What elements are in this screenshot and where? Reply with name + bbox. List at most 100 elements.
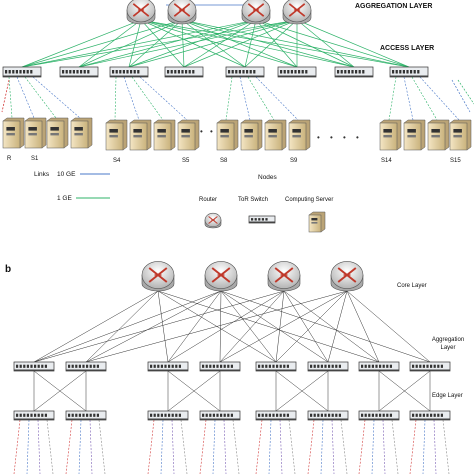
access-layer-label: ACCESS LAYER [380, 45, 434, 52]
server-s4-s5-3 [177, 119, 200, 151]
agg-a-2-to-access-0-link [21, 19, 257, 68]
agg-a-0-to-access-0-link [21, 19, 142, 68]
edge-1-down-link-3 [98, 419, 106, 474]
core-1-to-agg-1-link [85, 290, 222, 363]
agg-a-3-to-access-6-link [296, 19, 355, 68]
tor-switch-a-1 [59, 66, 99, 78]
access-link-s14-s15-2 [411, 76, 438, 121]
access-link-s14-s15-1 [403, 76, 414, 121]
access-link-r-s1-2 [24, 76, 57, 119]
agg-a-0-to-access-3-link [140, 19, 185, 68]
agg-a-0-to-access-6-link [140, 19, 355, 68]
ellipsis-dot-3: • [330, 133, 333, 142]
core-router-3 [330, 261, 364, 292]
agg-a-2-to-access-4-link [244, 19, 257, 68]
edge-7-down-link-2 [433, 419, 437, 474]
edge-3-down-link-1 [212, 419, 216, 474]
edge-switch-b-6 [358, 410, 400, 421]
legend-computing-server-label: Computing Server [285, 197, 333, 203]
server-label-s8: S8 [220, 158, 228, 164]
core-1-to-agg-7-link [220, 290, 431, 363]
aggregation-router-a-1 [167, 0, 197, 25]
core-0-to-agg-6-link [157, 290, 380, 363]
edge-6-down-link-1 [371, 419, 375, 474]
edge-switch-b-2 [147, 410, 189, 421]
panel-b-label: b [5, 264, 11, 275]
core-1-to-agg-4-link [220, 290, 277, 363]
legend-tor-switch-icon [248, 215, 276, 224]
agg-a-0-to-access-5-link [140, 19, 298, 68]
aggregation-router-a-3 [282, 0, 312, 25]
agg-a-0-to-access-2-link [128, 19, 142, 68]
panel-a-links [1, 4, 474, 121]
nodes-label: Nodes [258, 174, 278, 181]
aggregation-switch-b-6 [358, 361, 400, 372]
server-s8-s9-0 [216, 119, 239, 151]
core-router-0 [141, 261, 175, 292]
server-s14-s15-2 [427, 119, 450, 151]
edge-switch-b-1 [65, 410, 107, 421]
edge-2-down-link-1 [160, 419, 164, 474]
core-2-to-agg-0-link [33, 290, 285, 363]
edge-3-down-link-0 [199, 419, 207, 474]
aggregation-layer-b-label-box: Aggregation Layer [432, 337, 464, 351]
pod-1-agg-edge-link-2 [167, 370, 221, 412]
server-label-s5: S5 [182, 158, 190, 164]
server-s8-s9-2 [264, 119, 287, 151]
access-link-r-s1-3 [32, 76, 81, 119]
aggregation-switch-b-3 [199, 361, 241, 372]
core-1-to-agg-2-link [167, 290, 222, 363]
uplink-red-left [1, 79, 10, 113]
core-router-1 [204, 261, 238, 292]
agg-a-1-to-access-6-link [181, 19, 355, 68]
core-layer-label: Core Layer [397, 283, 427, 289]
access-link-s4-s5-1 [123, 76, 140, 121]
legend-router-icon [204, 212, 222, 229]
edge-1-down-link-1 [78, 419, 82, 474]
core-1-to-agg-0-link [33, 290, 222, 363]
edge-layer-label: Edge Layer [432, 393, 463, 399]
agg-a-3-to-access-1-link [78, 19, 298, 68]
server-label-s14: S14 [381, 158, 392, 164]
access-link-r-s1-0 [8, 76, 13, 119]
core-2-to-agg-5-link [283, 290, 329, 363]
uplink-right-a [451, 79, 471, 113]
agg-a-3-to-access-2-link [128, 19, 298, 68]
edge-0-down-link-1 [26, 419, 30, 474]
server-r-s1-0 [2, 117, 25, 149]
tor-switch-a-2 [109, 66, 149, 78]
tor-switch-a-0 [2, 66, 42, 78]
agg-a-0-to-access-1-link [78, 19, 142, 68]
edge-1-down-link-2 [89, 419, 93, 474]
tor-switch-a-3 [164, 66, 204, 78]
edge-7-down-link-0 [409, 419, 417, 474]
edge-switch-b-4 [255, 410, 297, 421]
edge-1-down-link-0 [65, 419, 73, 474]
aggregation-switch-b-1 [65, 361, 107, 372]
access-link-s4-s5-3 [139, 76, 188, 121]
edge-0-down-link-2 [37, 419, 41, 474]
server-s4-s5-2 [153, 119, 176, 151]
ellipsis-dot-2: • [317, 133, 320, 142]
edge-6-down-link-0 [358, 419, 366, 474]
core-3-to-agg-4-link [275, 290, 348, 363]
agg-a-3-to-access-7-link [296, 19, 410, 68]
server-label-s9: S9 [290, 158, 298, 164]
core-2-to-agg-2-link [167, 290, 285, 363]
pod-3-agg-edge-link-2 [378, 370, 431, 412]
server-s4-s5-0 [105, 119, 128, 151]
core-2-to-agg-6-link [283, 290, 380, 363]
edge-0-down-link-0 [13, 419, 21, 474]
access-link-s4-s5-2 [131, 76, 164, 121]
agg-a-2-to-access-2-link [128, 19, 257, 68]
ellipsis-dot-1: • [210, 127, 213, 136]
aggregation-router-a-2 [241, 0, 271, 25]
edge-5-down-link-0 [307, 419, 315, 474]
agg-a-2-to-access-7-link [255, 19, 410, 68]
core-3-to-agg-1-link [85, 290, 348, 363]
server-s14-s15-0 [379, 119, 402, 151]
server-s8-s9-3 [288, 119, 311, 151]
edge-5-down-link-1 [320, 419, 324, 474]
edge-switch-b-5 [307, 410, 349, 421]
edge-6-down-link-2 [382, 419, 386, 474]
